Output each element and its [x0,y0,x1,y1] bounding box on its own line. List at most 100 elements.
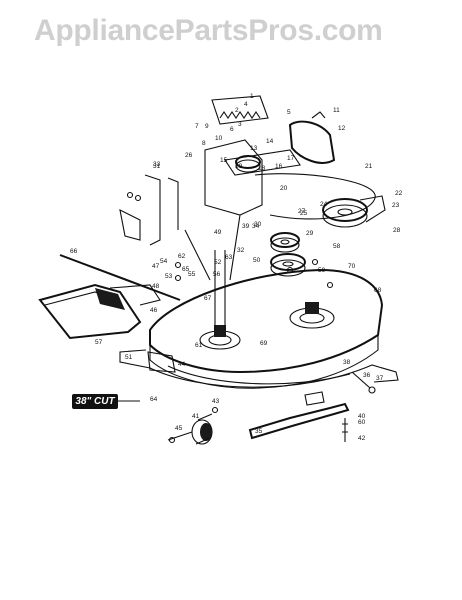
callout-66: 66 [70,248,78,255]
right-pulley-assembly [322,195,386,228]
callout-11: 11 [333,107,340,114]
callout-51: 51 [125,354,133,361]
callout-14: 14 [266,138,274,145]
right-spindle-housing [289,302,335,329]
callout-13: 13 [250,145,258,152]
callout-27: 27 [298,208,306,215]
deck-skirt [149,335,379,389]
callout-26: 26 [185,152,193,159]
callout-23: 23 [392,202,400,209]
callout-36: 36 [363,372,371,379]
callout-8: 8 [202,140,206,147]
callout-25: 25 [300,210,308,217]
callout-59: 59 [318,267,326,274]
callout-9: 9 [205,123,209,130]
cut-width-badge: 38" CUT [72,394,118,409]
callout-53: 53 [165,273,173,280]
callout-64: 64 [150,396,158,403]
right-bolt [351,371,371,389]
chute-mount [109,284,161,306]
callout-63: 63 [225,254,233,261]
callout-18: 18 [258,165,266,172]
callout-29: 29 [306,230,314,237]
callout-62: 62 [178,253,186,260]
callout-58: 58 [333,243,341,250]
callout-42: 42 [358,435,366,442]
callout-50: 50 [253,257,261,264]
callout-4: 4 [244,101,248,108]
callout-47: 47 [152,263,160,270]
callout-32: 32 [237,247,245,254]
callout-43: 43 [212,398,220,405]
callout-61: 61 [195,342,203,349]
callout-33: 33 [153,161,161,168]
callout-57: 57 [95,339,103,346]
callout-41: 41 [192,413,200,420]
callout-48: 48 [152,283,160,290]
lift-bracket [119,209,141,241]
vertical-shaft [214,250,226,330]
callout-37: 37 [376,375,384,382]
callout-7: 7 [195,123,199,130]
upper-pulley [235,155,261,173]
idler-pulley [270,232,300,253]
callout-5: 5 [287,109,291,116]
callout-54: 54 [160,258,168,265]
callout-20: 20 [280,185,288,192]
callout-24: 24 [320,201,328,208]
left-spindle-housing [199,325,241,350]
mower-deck-shell [149,268,384,374]
discharge-chute [38,283,142,340]
callout-44: 44 [178,361,186,368]
callout-31: 31 [153,163,161,170]
callout-22: 22 [395,190,403,197]
callout-39: 39 [242,223,250,230]
callout-60: 60 [358,419,366,426]
callout-46: 46 [150,307,158,314]
idler-arm [224,149,301,176]
callout-65: 65 [182,266,190,273]
callout-2: 2 [235,107,239,114]
callout-52: 52 [214,259,222,266]
callout-49: 49 [214,229,222,236]
callout-1: 1 [250,93,254,100]
belt-guard [288,120,336,164]
spring [219,111,261,119]
callout-35: 35 [255,428,263,435]
callout-70: 70 [348,263,356,270]
front-left-bracket [147,351,176,373]
center-bracket [204,139,263,216]
callout-34: 34 [252,223,260,230]
callout-55: 55 [188,271,196,278]
callout-40: 40 [358,413,366,420]
blade-bolts [342,418,348,442]
callout-68: 68 [374,287,382,294]
callout-38: 38 [343,359,351,366]
callout-67: 67 [204,295,212,302]
top-plate [211,95,269,125]
callout-30: 30 [254,221,262,228]
callout-69: 69 [260,340,268,347]
fasteners [126,191,334,444]
callout-17: 17 [287,155,295,162]
callout-12: 12 [338,125,346,132]
callout-45: 45 [175,425,183,432]
mower-blade [248,402,350,440]
callout-19: 19 [235,163,243,170]
watermark: AppliancePartsPros.com [34,14,383,47]
lift-rod-left [144,174,179,246]
callout-16: 16 [275,163,283,170]
callout-numbers: 1234567891011121314151617181920212223242… [70,93,403,442]
callout-6: 6 [230,126,234,133]
long-rod [59,254,181,301]
callout-15: 15 [220,157,228,164]
link-rod [184,214,241,281]
callout-21: 21 [365,163,373,170]
callout-56: 56 [213,271,221,278]
callout-10: 10 [215,135,223,142]
deck-front-edge [167,365,351,385]
callout-3: 3 [238,121,242,128]
callout-28: 28 [393,227,401,234]
